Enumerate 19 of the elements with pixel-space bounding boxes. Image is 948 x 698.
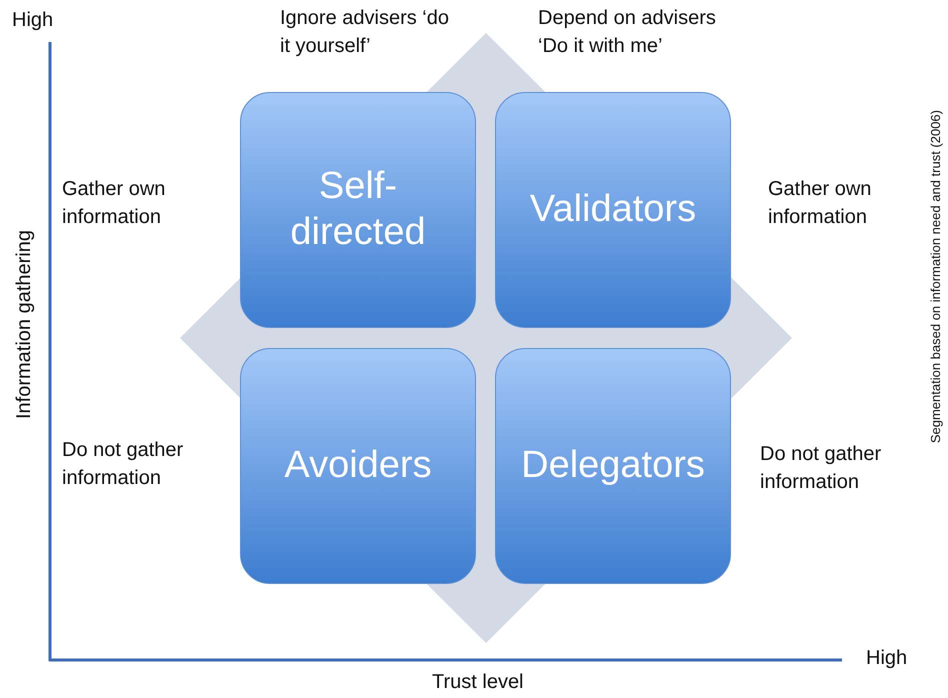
- row-note: Do not gather information: [62, 438, 184, 491]
- segment-name: Delegators: [521, 443, 705, 488]
- quadrant-note: Depend on advisers ‘Do it with me’: [538, 6, 717, 59]
- row-note: Gather own information: [62, 177, 166, 230]
- axis-title: Information gathering: [12, 230, 36, 420]
- caption: Segmentation based on information need and trust (2006): [928, 110, 943, 444]
- segment-name: Validators: [530, 187, 696, 232]
- axis-title: Trust level: [432, 670, 525, 695]
- segment-name: Self-directed: [289, 164, 427, 255]
- segment-box: [240, 348, 476, 584]
- segment-box: [495, 92, 731, 328]
- row-note: Do not gather information: [760, 442, 882, 495]
- segment-box: [495, 348, 731, 584]
- axis-end-label: High: [866, 646, 908, 671]
- segment-box: [240, 92, 476, 328]
- segment-name: Avoiders: [284, 443, 432, 488]
- quadrant-note: Ignore advisers ‘do it yourself’: [280, 6, 450, 59]
- axis-end-label: High: [12, 8, 54, 33]
- row-note: Gather own information: [768, 177, 872, 230]
